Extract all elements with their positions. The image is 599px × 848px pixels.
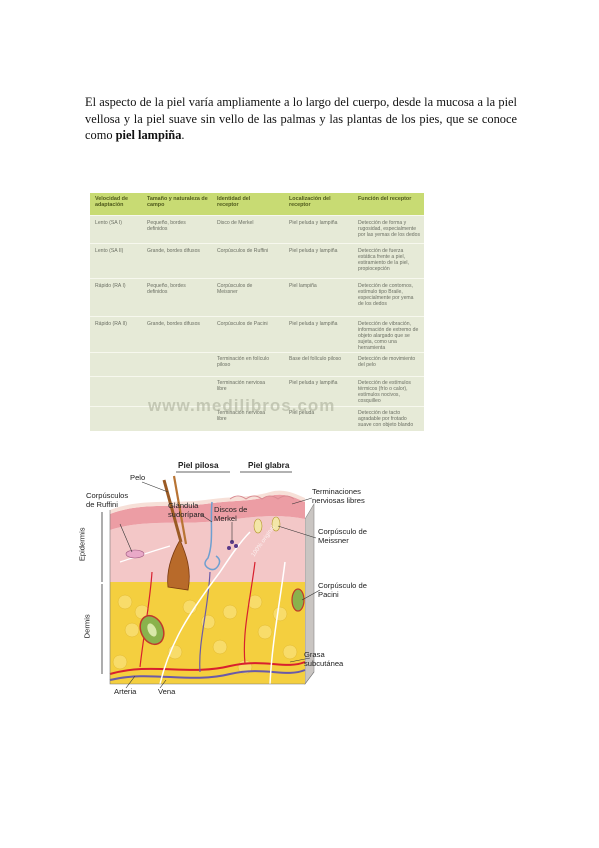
receptor-table: Velocidad de adaptación Tamaño y natural… (90, 193, 424, 431)
cell: Detección de fuerza estática frente a pi… (358, 248, 409, 273)
paragraph-text: El aspecto de la piel varía ampliamente … (85, 95, 517, 142)
table-row: Terminación en folículo piloso Base del … (90, 352, 424, 377)
label-epidermis: Epidermis (77, 527, 87, 562)
label-glandula: Glándula sudorípara (168, 501, 205, 519)
table-row: Rápido (RA II) Grande, bordes difusos Co… (90, 316, 424, 353)
cell: Lento (SA I) (95, 220, 122, 226)
cell: Grande, bordes difusos (147, 321, 200, 327)
label-terminaciones: Terminaciones nerviosas libres (312, 487, 365, 505)
skin-diagram: 100% original Pelo Piel pilosa Piel glab… (77, 461, 390, 702)
cell: Piel lampiña (289, 283, 317, 289)
cell: Grande, bordes difusos (147, 248, 200, 254)
header-identidad: Identidad del receptor (217, 196, 251, 208)
label-pacini: Corpúsculo de Pacini (318, 581, 367, 599)
cell: Piel peluda y lampiña (289, 380, 338, 386)
table-row: Terminación nerviosa libre Piel peluda D… (90, 406, 424, 431)
paragraph-end: . (181, 128, 185, 142)
label-vena: Vena (158, 687, 176, 696)
cell: Rápido (RA I) (95, 283, 126, 289)
header-localizacion: Localización del receptor (289, 196, 331, 208)
cell: Pequeño, bordes definidos (147, 283, 186, 296)
label-arteria: Arteria (114, 687, 137, 696)
cell: Piel peluda y lampiña (289, 248, 338, 254)
cell: Piel peluda (289, 410, 315, 416)
header-tamano: Tamaño y naturaleza de campo (147, 196, 208, 208)
cell: Terminación nerviosa libre (217, 380, 266, 393)
label-piel-pilosa: Piel pilosa (178, 461, 219, 470)
table-row: Rápido (RA I) Pequeño, bordes definidos … (90, 278, 424, 317)
label-piel-glabra: Piel glabra (248, 461, 290, 470)
cell: Terminación en folículo piloso (217, 356, 270, 369)
label-meissner: Corpúsculo de Meissner (318, 527, 367, 545)
cell: Lento (SA II) (95, 248, 124, 254)
cell: Disco de Merkel (217, 220, 254, 226)
label-merkel: Discos de Merkel (214, 505, 248, 523)
table-row: Lento (SA I) Pequeño, bordes definidos D… (90, 215, 424, 244)
cell: Detección de tacto agradable por frotado… (358, 410, 414, 429)
cell: Piel peluda y lampiña (289, 321, 338, 327)
bold-term-piel-lampina: piel lampiña (115, 128, 182, 142)
table-header: Velocidad de adaptación Tamaño y natural… (90, 193, 424, 215)
label-dermis: Dermis (82, 614, 92, 639)
watermark: www.medilibros.com (148, 396, 336, 415)
label-grasa: Grasa subcutánea (304, 650, 344, 668)
table-row: Lento (SA II) Grande, bordes difusos Cor… (90, 243, 424, 279)
table-row: Terminación nerviosa libre Piel peluda y… (90, 376, 424, 407)
cell: Detección de contornos, estímulo tipo Br… (358, 283, 414, 308)
cell: Detección de vibración, información de e… (358, 321, 419, 352)
cell: Corpúsculos de Ruffini (217, 248, 269, 254)
label-ruffini: Corpúsculos de Ruffini (86, 491, 129, 509)
cell: Rápido (RA II) (95, 321, 127, 327)
label-pelo: Pelo (130, 473, 146, 482)
cell: Corpúsculos de Meissner (217, 283, 253, 296)
skin-illustration: 100% original (101, 471, 321, 689)
cell: Base del folículo piloso (289, 356, 342, 362)
cell: Detección de movimiento del pelo (358, 356, 416, 369)
cell: Detección de forma y rugosidad, especial… (358, 220, 421, 239)
cell: Piel peluda y lampiña (289, 220, 338, 226)
header-funcion: Función del receptor (358, 196, 412, 202)
cell: Pequeño, bordes definidos (147, 220, 186, 233)
cell: Terminación nerviosa libre (217, 410, 266, 423)
intro-paragraph: El aspecto de la piel varía ampliamente … (85, 94, 517, 144)
cell: Corpúsculos de Pacini (217, 321, 268, 327)
cell: Detección de estímulos térmicos (frío o … (358, 380, 411, 405)
header-velocidad: Velocidad de adaptación (95, 196, 128, 208)
